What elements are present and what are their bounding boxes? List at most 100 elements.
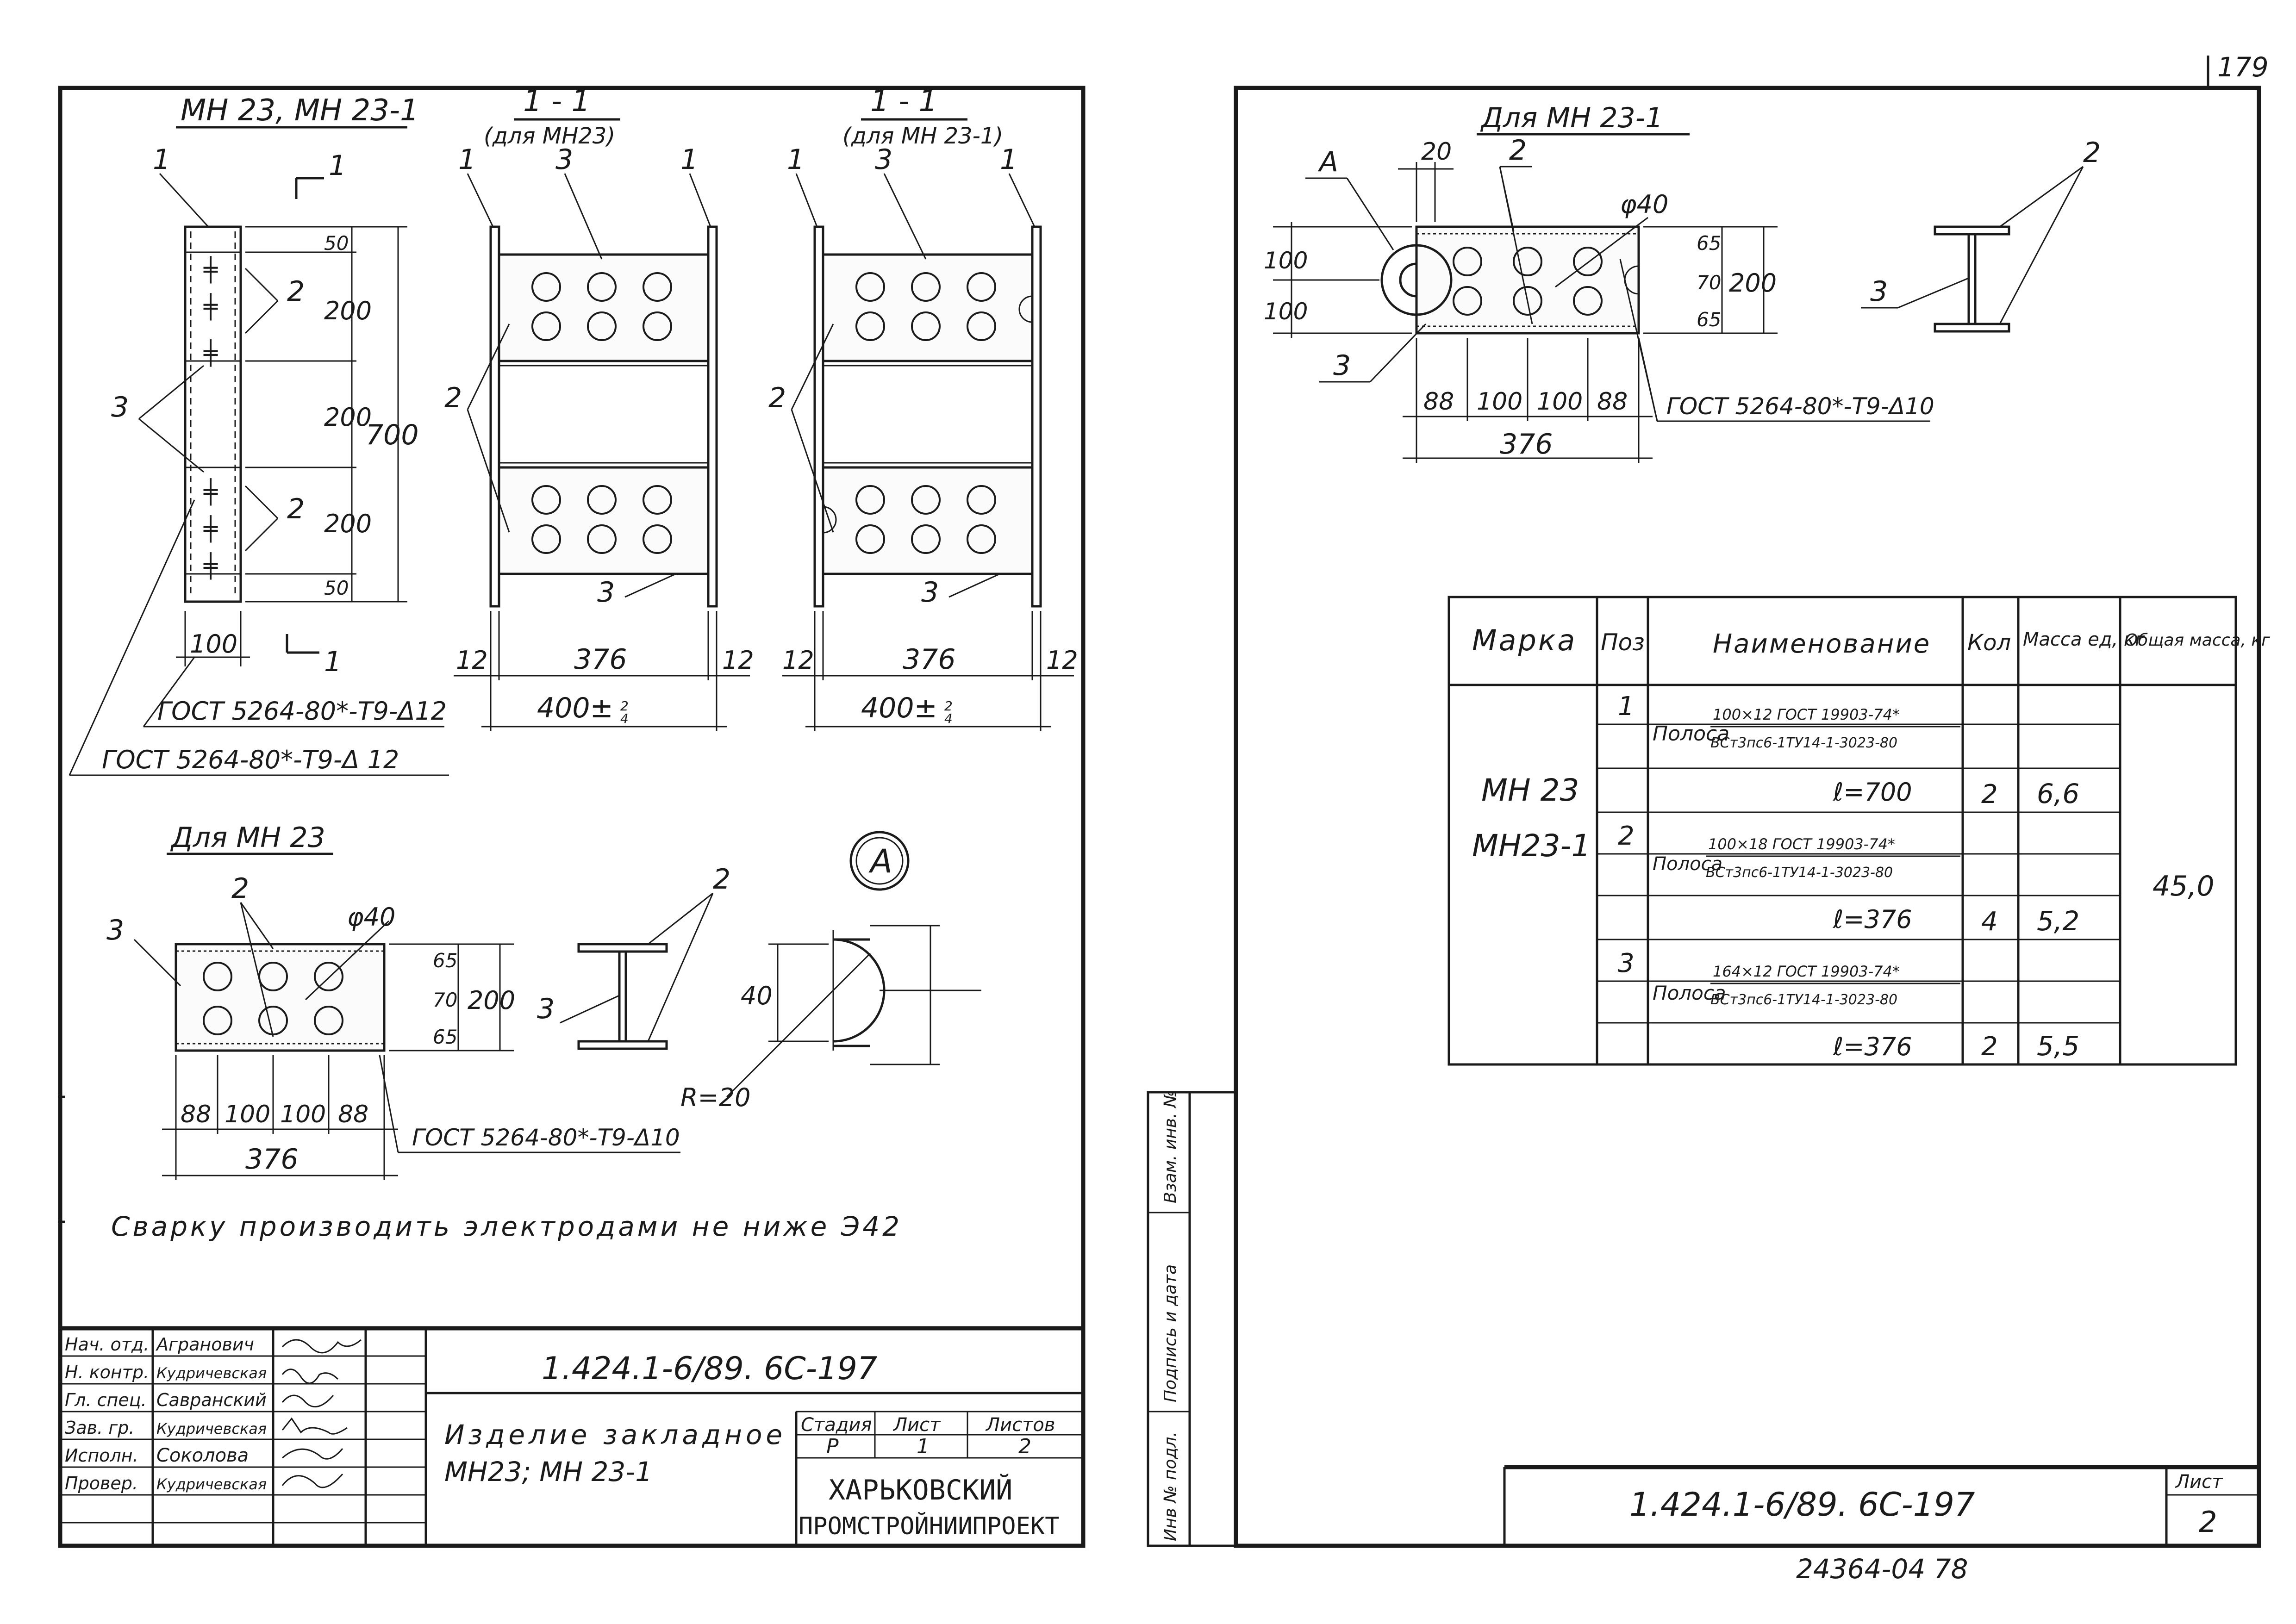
row1-pos: 1: [1618, 691, 1635, 722]
section-label-mn23-1: 1 - 1: [870, 84, 937, 118]
table-mark-1: МН23-1: [1472, 828, 1591, 864]
mn23-1-top-dim: 20: [1421, 138, 1452, 166]
side-view: ╪ ╪ ╪ ╪ ╪ ╪ 1 1 50 200 200 200: [111, 143, 419, 678]
i-section-icon-mn23-1: [1934, 225, 2010, 333]
svg-text:4: 4: [620, 711, 629, 726]
callout-1-sect1-left: 1: [458, 143, 476, 176]
mn23-1-title: Для МН 23-1: [1480, 102, 1663, 134]
stage-value-sheet: 1: [917, 1435, 930, 1458]
mn23-1-isect-callout-2: 2: [2083, 137, 2101, 169]
svg-text:4: 4: [944, 711, 953, 726]
section-label-mn23: 1 - 1: [523, 84, 590, 118]
table-header-unit-mass: Масса ед, кг: [2023, 629, 2145, 650]
row2-pos: 2: [1618, 821, 1635, 851]
mn23-1-callout-3: 3: [1333, 349, 1351, 382]
mn23-1-right-dim-65-bottom: 65: [1697, 308, 1721, 331]
detail-a-marker: [849, 831, 910, 891]
mn23-callout-2: 2: [231, 872, 249, 905]
detail-a-height: 40: [741, 981, 773, 1010]
mn23-hdim-100-a: 100: [225, 1101, 270, 1128]
section-label-mn23-1-sub: (для МН 23-1): [842, 123, 1003, 149]
right-sheet: 179 Для МН 23-1 А 20 2 φ40: [1147, 51, 2271, 1585]
title-block-left: Нач. отд. Н. контр. Гл. спец. Зав. гр. И…: [60, 1326, 1083, 1546]
side-dim-200-c: 200: [324, 509, 372, 538]
mn23-1-hdim-88-right: 88: [1597, 388, 1628, 416]
mn23-title: Для МН 23: [170, 821, 325, 854]
row3-name-top: 164×12 ГОСТ 19903-74*: [1713, 963, 1900, 980]
callout-2-sect1: 2: [444, 382, 462, 414]
row3-qty: 2: [1981, 1032, 1998, 1062]
row2-len: ℓ=376: [1833, 905, 1912, 934]
side-strip-inv: Инв № подл.: [1161, 1431, 1180, 1541]
mn23-vdim-65-bottom: 65: [433, 1026, 457, 1048]
sect1-dim-left: 12: [456, 646, 488, 675]
side-dim-50-top: 50: [324, 232, 349, 255]
row1-name-top: 100×12 ГОСТ 19903-74*: [1713, 706, 1900, 723]
svg-text:╪: ╪: [203, 515, 218, 543]
row1-mass: 6,6: [2037, 778, 2079, 809]
table-header-name: Наименование: [1713, 629, 1931, 659]
side-dim-50-bottom: 50: [324, 577, 349, 599]
svg-text:╪: ╪: [203, 339, 218, 367]
svg-text:╪: ╪: [203, 256, 218, 284]
row2-name-top: 100×18 ГОСТ 19903-74*: [1708, 835, 1895, 853]
table-header-pos: Поз: [1601, 629, 1645, 656]
sect2-total-tolerance: 400±: [861, 692, 937, 724]
side-overall-height: 700: [366, 419, 419, 451]
table-header-total-mass: Общая масса, кг: [2125, 631, 2271, 650]
mn23-total: 376: [245, 1143, 299, 1176]
detail-a-label: А: [868, 842, 892, 880]
side-dim-200-b: 200: [324, 403, 372, 432]
row2-qty: 4: [1981, 907, 1998, 937]
org-line-1: ХАРЬКОВСКИЙ: [829, 1473, 1012, 1506]
doc-code-left: 1.424.1-6/89. 6С-197: [542, 1350, 877, 1387]
right-sheet-border: [1234, 86, 2261, 1548]
role-2: Гл. спец.: [65, 1390, 147, 1410]
row3-len: ℓ=376: [1833, 1032, 1912, 1061]
mn23-1-plate-view: Для МН 23-1 А 20 2 φ40 3: [1264, 102, 2101, 463]
svg-text:2: 2: [944, 698, 953, 714]
callout-1-sect1-right: 1: [680, 143, 698, 176]
callout-3-sect1: 3: [555, 143, 573, 176]
sect2-dim-left: 12: [782, 646, 814, 675]
name-5: Кудричевская: [156, 1475, 267, 1493]
sect2-dim-mid: 376: [903, 643, 956, 676]
mn23-1-right-total: 200: [1729, 268, 1777, 298]
row3-prefix: Полоса: [1653, 982, 1726, 1004]
mn23-isect-callout-3: 3: [537, 993, 555, 1025]
callout-1-sect2-right: 1: [1000, 143, 1017, 176]
stage-value-stage: Р: [826, 1435, 839, 1458]
side-strip-sign: Подпись и дата: [1161, 1264, 1180, 1402]
page-number: 179: [2217, 51, 2269, 83]
sect1-total-tolerance: 400±: [537, 692, 613, 724]
row2-prefix: Полоса: [1653, 853, 1722, 875]
sect1-dim-right: 12: [722, 646, 754, 675]
svg-text:╪: ╪: [203, 478, 218, 506]
callout-3-sect2-bottom: 3: [921, 576, 939, 609]
section-label-mn23-sub: (для МН23): [484, 123, 615, 149]
mn23-1-callout-2-top: 2: [1509, 134, 1527, 167]
row3-mass: 5,5: [2037, 1030, 2079, 1062]
svg-text:╪: ╪: [203, 552, 218, 580]
callout-3-side: 3: [111, 391, 129, 423]
left-sheet: МН 23, МН 23-1 1 - 1 (для МН23) 1 - 1 (д…: [58, 84, 1086, 1548]
callout-3-sect2: 3: [875, 143, 892, 176]
weld-note-1: ГОСТ 5264-80*-Т9-Δ12: [157, 697, 447, 726]
i-section-icon-mn23: [577, 943, 668, 1050]
table-header-mark: Марка: [1472, 623, 1577, 657]
weld-note-2: ГОСТ 5264-80*-Т9-Δ 12: [102, 745, 399, 774]
svg-text:╪: ╪: [203, 293, 218, 321]
side-width-dim: 100: [190, 629, 237, 659]
section-mn23: 1 3 1 2 3 12 376 12 400± 2 4: [444, 143, 754, 731]
welding-note: Сварку производить электродами не ниже Э…: [111, 1211, 902, 1242]
item-title-line-2: МН23; МН 23-1: [444, 1456, 652, 1487]
mn23-1-hdim-100-b: 100: [1537, 388, 1583, 416]
mn23-1-left-dim-bottom: 100: [1264, 298, 1308, 325]
side-strip: Инв № подл. Подпись и дата Взам. инв. №: [1147, 1090, 1237, 1547]
cut-marker-top: 1: [329, 149, 346, 182]
callout-2-side-top: 2: [287, 275, 305, 308]
mn23-weld-note: ГОСТ 5264-80*-Т9-Δ10: [412, 1124, 680, 1151]
row2-mass: 5,2: [2037, 905, 2079, 937]
spec-table: Марка Поз Наименование Кол Масса ед, кг …: [1447, 596, 2271, 1066]
title-block-right: 1.424.1-6/89. 6С-197 Лист 2: [1503, 1465, 2259, 1546]
